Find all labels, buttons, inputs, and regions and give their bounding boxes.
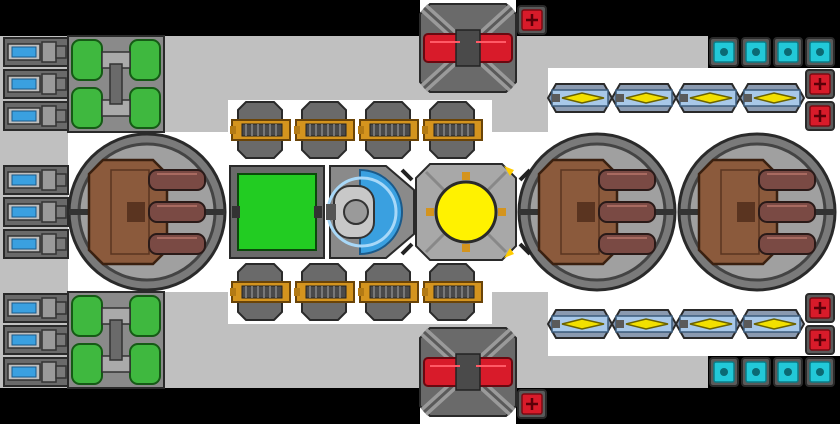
thruster-module[interactable]: [3, 101, 69, 131]
reactor-module[interactable]: [400, 163, 532, 261]
thruster-module[interactable]: [3, 293, 69, 323]
cyan-cell[interactable]: [773, 37, 803, 67]
missile-launcher[interactable]: [547, 309, 613, 339]
gold-weapon[interactable]: [229, 263, 291, 321]
gold-weapon[interactable]: [357, 101, 419, 159]
twin-red-cannon[interactable]: [420, 328, 516, 416]
cyan-cell[interactable]: [741, 357, 771, 387]
red-module[interactable]: [804, 100, 836, 132]
missile-launcher[interactable]: [547, 83, 613, 113]
thruster-module[interactable]: [3, 229, 69, 259]
thruster-module[interactable]: [3, 197, 69, 227]
cyan-cell[interactable]: [709, 37, 739, 67]
missile-launcher[interactable]: [675, 309, 741, 339]
green-fuel-tank[interactable]: [67, 291, 165, 389]
thruster-module[interactable]: [3, 37, 69, 67]
twin-red-cannon[interactable]: [420, 4, 516, 92]
gold-weapon[interactable]: [293, 263, 355, 321]
missile-launcher[interactable]: [739, 309, 805, 339]
red-module[interactable]: [804, 292, 836, 324]
cyan-cell-row-bottom: [709, 357, 835, 387]
cyan-cell[interactable]: [773, 357, 803, 387]
missile-launcher[interactable]: [675, 83, 741, 113]
gold-weapon[interactable]: [357, 263, 419, 321]
heavy-turret[interactable]: [67, 132, 227, 292]
heavy-turret[interactable]: [677, 132, 837, 292]
cyan-cell[interactable]: [709, 357, 739, 387]
gold-weapon[interactable]: [421, 101, 483, 159]
red-module[interactable]: [516, 388, 548, 420]
thruster-bank: [3, 37, 69, 387]
thruster-module[interactable]: [3, 325, 69, 355]
thruster-module[interactable]: [3, 165, 69, 195]
yellow-core-icon: [434, 180, 498, 244]
red-module[interactable]: [804, 68, 836, 100]
cyan-cell[interactable]: [741, 37, 771, 67]
thruster-module[interactable]: [3, 69, 69, 99]
missile-launcher[interactable]: [739, 83, 805, 113]
shield-generator-icon[interactable]: [326, 165, 415, 259]
green-screen-icon: [237, 173, 317, 251]
gold-weapon[interactable]: [229, 101, 291, 159]
red-module[interactable]: [516, 4, 548, 36]
missile-launcher[interactable]: [611, 83, 677, 113]
red-module[interactable]: [804, 324, 836, 356]
thruster-module[interactable]: [3, 357, 69, 387]
green-fuel-tank[interactable]: [67, 35, 165, 133]
cyan-cell[interactable]: [805, 357, 835, 387]
cyan-cell[interactable]: [805, 37, 835, 67]
heavy-turret[interactable]: [517, 132, 677, 292]
gold-weapon[interactable]: [293, 101, 355, 159]
computer-module[interactable]: [229, 165, 325, 259]
missile-launcher[interactable]: [611, 309, 677, 339]
cyan-cell-row-top: [709, 37, 835, 67]
gold-weapon[interactable]: [421, 263, 483, 321]
